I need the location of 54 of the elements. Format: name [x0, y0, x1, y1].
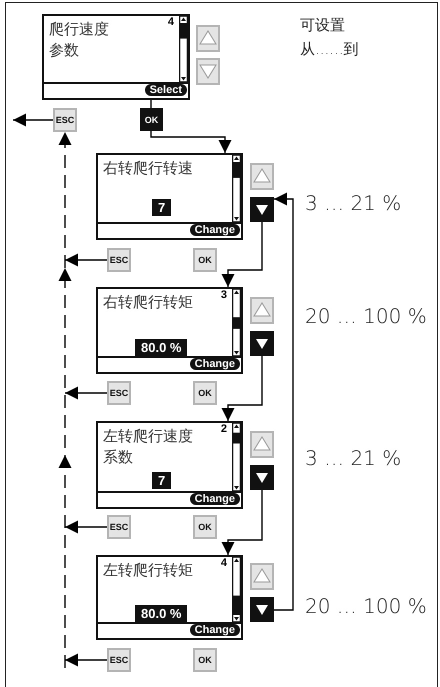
page-number: 4	[220, 557, 227, 569]
screen-title: 左转爬行速度系数	[103, 426, 194, 468]
screen-title: 右转爬行转速	[103, 158, 193, 179]
arrow	[65, 254, 107, 266]
value-display: 80.0 %	[135, 605, 188, 622]
ok-button: OK	[193, 381, 217, 405]
note-text: 从......到	[300, 40, 359, 59]
screen-title: 左转爬行转矩	[103, 560, 193, 581]
page-number: 4	[168, 16, 174, 28]
display-screen	[96, 555, 243, 640]
arrow	[65, 654, 107, 666]
softkey-label: Change	[190, 224, 240, 236]
down-button	[250, 197, 274, 222]
down-button	[250, 331, 274, 356]
softkey-label: Change	[190, 624, 240, 636]
softkey-label: Change	[190, 358, 240, 370]
ok-button: OK	[193, 248, 217, 272]
display-screen	[96, 421, 243, 509]
arrow	[150, 131, 232, 153]
ok-button: OK	[140, 108, 163, 131]
esc-button: ESC	[53, 108, 77, 132]
softkey-label: Change	[190, 493, 240, 505]
esc-button: ESC	[107, 248, 131, 272]
esc-button: ESC	[107, 515, 131, 539]
value-display: 7	[152, 199, 172, 216]
arrow	[222, 222, 263, 287]
range-label: 3 … 21 %	[305, 191, 402, 215]
ok-button: OK	[193, 515, 217, 539]
dashed-arrow	[58, 132, 72, 668]
display-screen	[96, 153, 243, 240]
range-label: 3 … 21 %	[305, 446, 402, 470]
note-text: 可设置	[300, 16, 345, 35]
arrow	[222, 490, 263, 555]
arrow	[222, 356, 263, 421]
display-screen	[96, 287, 243, 374]
screen-title: 爬行速度参数	[49, 19, 110, 61]
display-screen	[42, 14, 190, 100]
ok-button: OK	[193, 648, 217, 672]
softkey-label: Select	[144, 84, 187, 96]
value-display: 80.0 %	[135, 339, 188, 356]
esc-button: ESC	[107, 381, 131, 405]
down-button	[250, 465, 274, 490]
range-label: 20 … 100 %	[305, 594, 427, 618]
screen-title: 右转爬行转矩	[103, 292, 193, 313]
arrow	[13, 114, 53, 126]
page-number: 3	[220, 289, 227, 301]
value-display: 7	[152, 472, 172, 489]
down-button	[250, 597, 274, 622]
arrow	[65, 386, 107, 400]
arrow	[274, 192, 294, 611]
arrow	[65, 520, 107, 534]
esc-button: ESC	[107, 648, 131, 672]
page-number: 2	[220, 423, 227, 435]
range-label: 20 … 100 %	[305, 304, 427, 328]
